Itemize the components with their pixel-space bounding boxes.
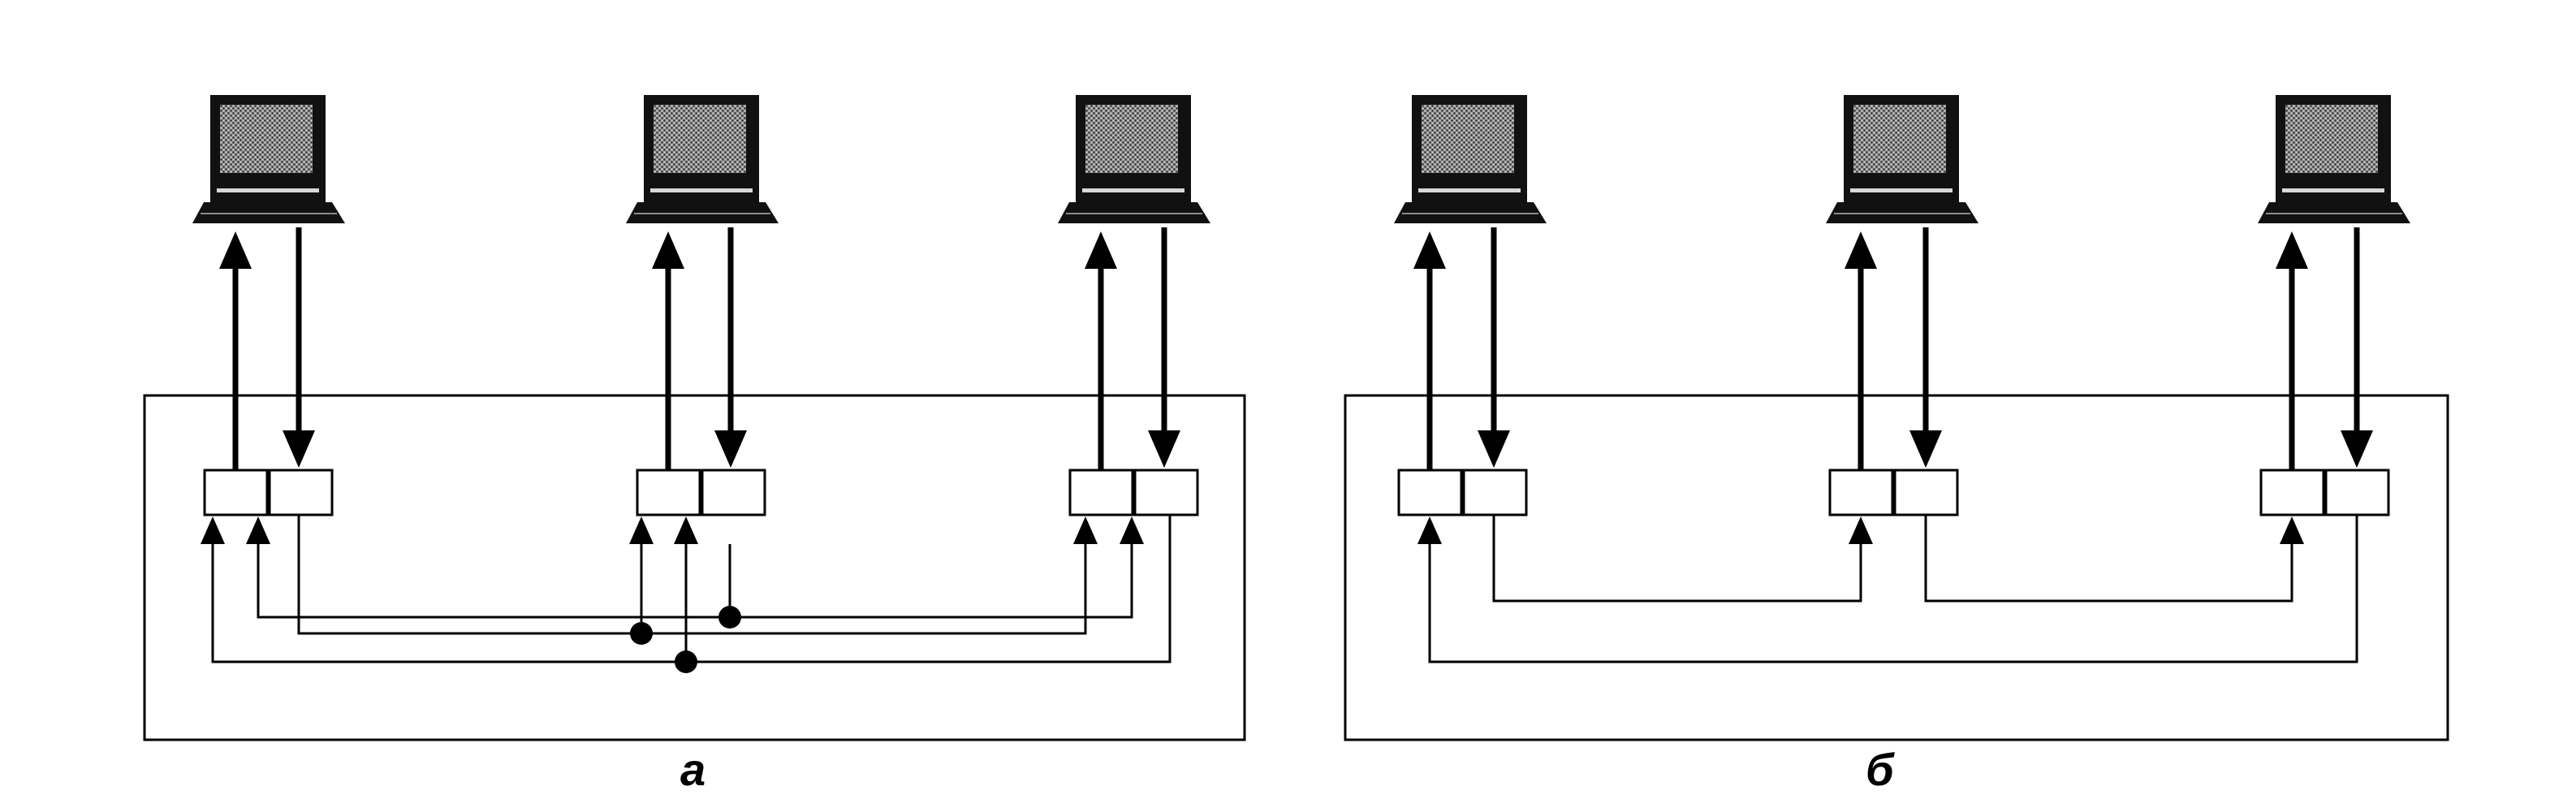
- arrow-up-icon: [2280, 516, 2304, 544]
- arrow-down-icon: [2341, 430, 2373, 468]
- junction-dot: [630, 622, 653, 645]
- arrow-up-icon: [1085, 231, 1117, 269]
- port-box: [2259, 469, 2325, 516]
- computer-icon: [625, 94, 779, 224]
- bus-wiring: [211, 515, 1171, 663]
- arrow-up-icon: [652, 231, 684, 269]
- arrow-up-icon: [1120, 516, 1144, 544]
- port-box: [636, 469, 701, 516]
- panel-a: [143, 94, 1246, 741]
- junction-dot: [675, 650, 697, 673]
- panel-a-caption: а: [680, 744, 706, 795]
- arrow-up-icon: [219, 231, 252, 269]
- port-box: [1462, 469, 1528, 516]
- port-box: [1828, 469, 1894, 516]
- computer-icon: [1057, 94, 1211, 224]
- panel-b-caption: б: [1866, 744, 1894, 795]
- port-box: [1893, 469, 1959, 516]
- arrow-up-icon: [2276, 231, 2308, 269]
- computer-icon: [1825, 94, 1979, 224]
- arrow-down-icon: [1478, 430, 1510, 468]
- arrow-down-icon: [1148, 430, 1180, 468]
- enclosure-b: [1344, 394, 2449, 741]
- junction-dot: [718, 606, 741, 629]
- arrow-up-icon: [1073, 516, 1098, 544]
- arrow-up-icon: [1417, 516, 1442, 544]
- port-box: [268, 469, 334, 516]
- port-box: [1068, 469, 1134, 516]
- arrow-up-icon: [246, 516, 270, 544]
- arrow-down-icon: [714, 430, 747, 468]
- panel-b: [1344, 94, 2449, 741]
- port-box: [1397, 469, 1463, 516]
- port-box: [701, 469, 766, 516]
- arrow-up-icon: [629, 516, 654, 544]
- arrow-up-icon: [1849, 516, 1873, 544]
- port-box: [2324, 469, 2390, 516]
- arrow-up-icon: [674, 516, 698, 544]
- arrow-down-icon: [1909, 430, 1942, 468]
- port-box: [1133, 469, 1199, 516]
- ring-wiring: [1428, 515, 2358, 663]
- computer-icon: [1393, 94, 1547, 224]
- arrow-up-icon: [1845, 231, 1877, 269]
- arrow-down-icon: [283, 430, 315, 468]
- port-box: [203, 469, 269, 516]
- computer-icon: [192, 94, 346, 224]
- arrow-up-icon: [1413, 231, 1446, 269]
- arrow-up-icon: [201, 516, 225, 544]
- enclosure-a: [143, 394, 1246, 741]
- computer-icon: [2257, 94, 2411, 224]
